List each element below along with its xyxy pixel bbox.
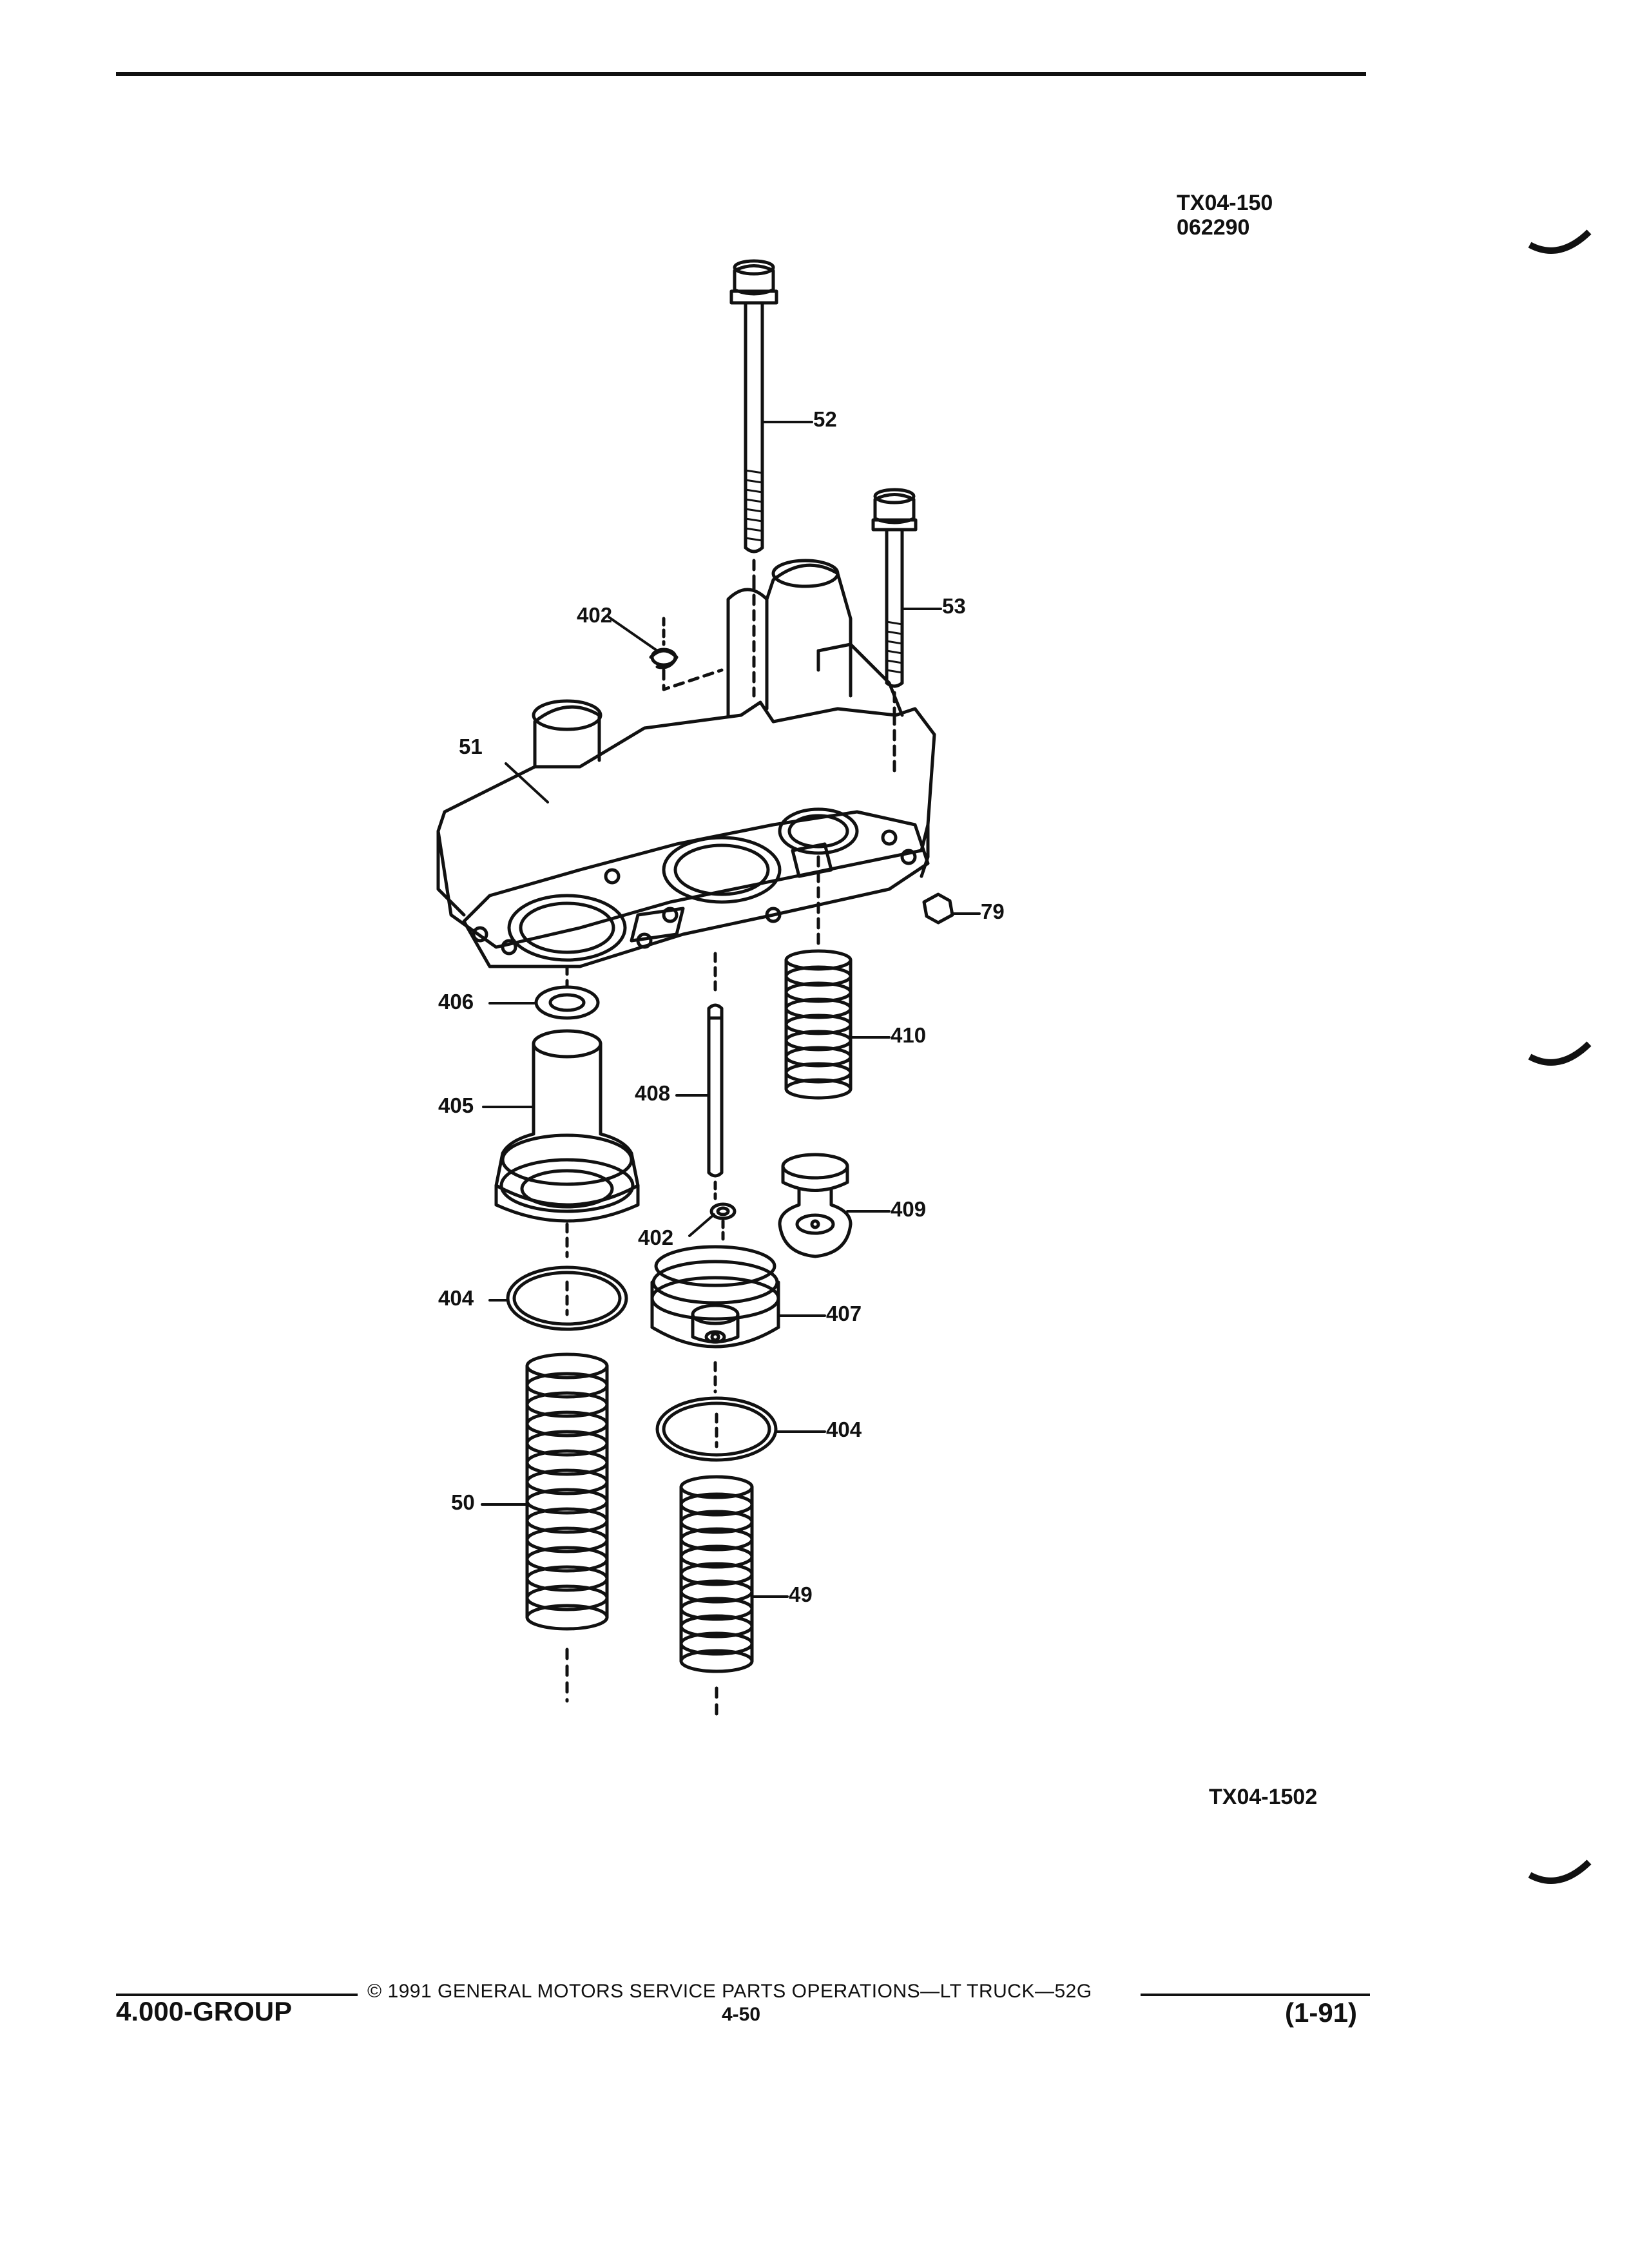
figure-id: TX04-1502 — [1209, 1785, 1318, 1809]
leader-lines — [481, 421, 981, 1598]
binding-mark-2 — [1528, 1041, 1592, 1066]
callout-407: 407 — [826, 1302, 862, 1325]
callout-408: 408 — [635, 1081, 671, 1105]
callout-410: 410 — [891, 1023, 927, 1047]
callout-79: 79 — [981, 899, 1005, 923]
callout-53: 53 — [942, 594, 966, 618]
footer-copyright: © 1991 GENERAL MOTORS SERVICE PARTS OPER… — [367, 1981, 1092, 2002]
part-409-valve — [778, 1153, 853, 1258]
part-402-clip-top — [649, 617, 724, 691]
footer-group: 4.000-GROUP — [116, 1996, 293, 2026]
callout-404-left: 404 — [438, 1286, 474, 1310]
part-50-large-spring — [525, 1352, 609, 1703]
binding-mark-1 — [1528, 229, 1592, 254]
callout-409: 409 — [891, 1197, 927, 1221]
callout-402-lower: 402 — [638, 1225, 674, 1249]
part-405-piston — [494, 1029, 640, 1258]
header-code-secondary: 062290 — [1177, 215, 1250, 240]
callout-49: 49 — [789, 1582, 813, 1606]
binding-mark-3 — [1528, 1860, 1592, 1884]
callout-402-top: 402 — [577, 603, 613, 627]
part-408-pin — [707, 952, 724, 1200]
part-410-spring — [784, 855, 853, 1100]
footer-date: (1-91) — [1285, 1997, 1358, 2028]
callout-406: 406 — [438, 990, 474, 1014]
footer-rule-left — [116, 1994, 358, 1996]
footer-rule-right — [1141, 1994, 1370, 1996]
part-53-short-bolt — [871, 488, 918, 717]
part-404-oring-right — [655, 1396, 778, 1462]
part-49-small-spring — [679, 1475, 754, 1716]
callout-405: 405 — [438, 1093, 474, 1117]
top-rule — [116, 72, 1366, 76]
part-51-housing — [436, 559, 936, 968]
part-407-piston — [650, 1245, 780, 1394]
header-code-primary: TX04-150 — [1177, 191, 1273, 215]
part-406-washer — [534, 965, 600, 1020]
footer-page-number: 4-50 — [722, 2004, 761, 2025]
callout-51: 51 — [459, 735, 483, 758]
part-402-clip-lower — [709, 1202, 737, 1245]
part-404-oring-left — [506, 1265, 628, 1331]
callout-404-right: 404 — [826, 1418, 862, 1441]
part-79-plug — [922, 892, 954, 925]
callout-50: 50 — [451, 1490, 475, 1514]
part-52-long-bolt — [729, 259, 778, 582]
callout-52: 52 — [813, 407, 837, 431]
